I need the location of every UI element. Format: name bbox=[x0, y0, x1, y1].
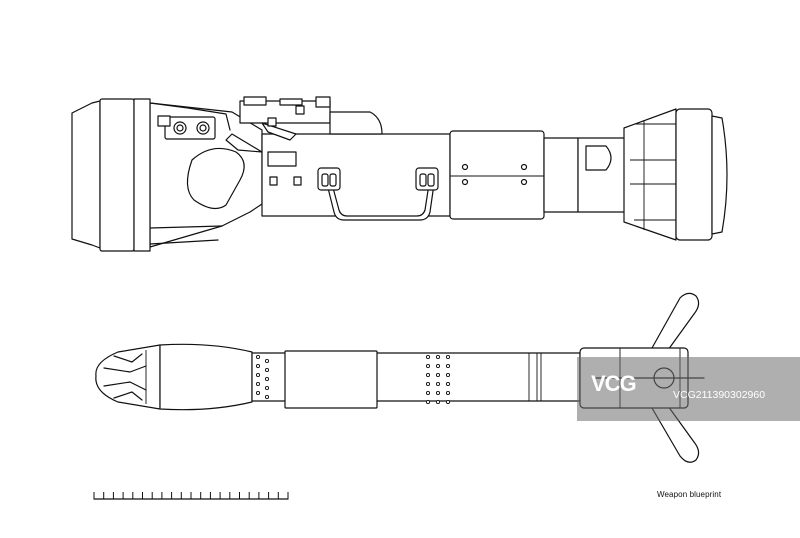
missile-body bbox=[251, 350, 581, 409]
watermark-logo: VCG bbox=[591, 371, 637, 396]
blueprint-caption: Weapon blueprint bbox=[657, 490, 722, 499]
scale-bar-ticks bbox=[93, 492, 289, 499]
scale-bar bbox=[93, 492, 289, 500]
launcher-front-cap bbox=[623, 108, 728, 241]
launcher-top-sight bbox=[239, 96, 383, 141]
watermark-band bbox=[577, 357, 800, 421]
watermark-id: VCG211390302960 bbox=[673, 389, 766, 401]
launcher-center-sleeve bbox=[449, 130, 545, 220]
missile-warhead bbox=[159, 343, 253, 411]
launcher-front-tube bbox=[543, 137, 627, 213]
launcher-drawing bbox=[71, 96, 728, 252]
missile-nose bbox=[95, 344, 161, 410]
launcher-rear-sight-housing bbox=[71, 98, 263, 252]
